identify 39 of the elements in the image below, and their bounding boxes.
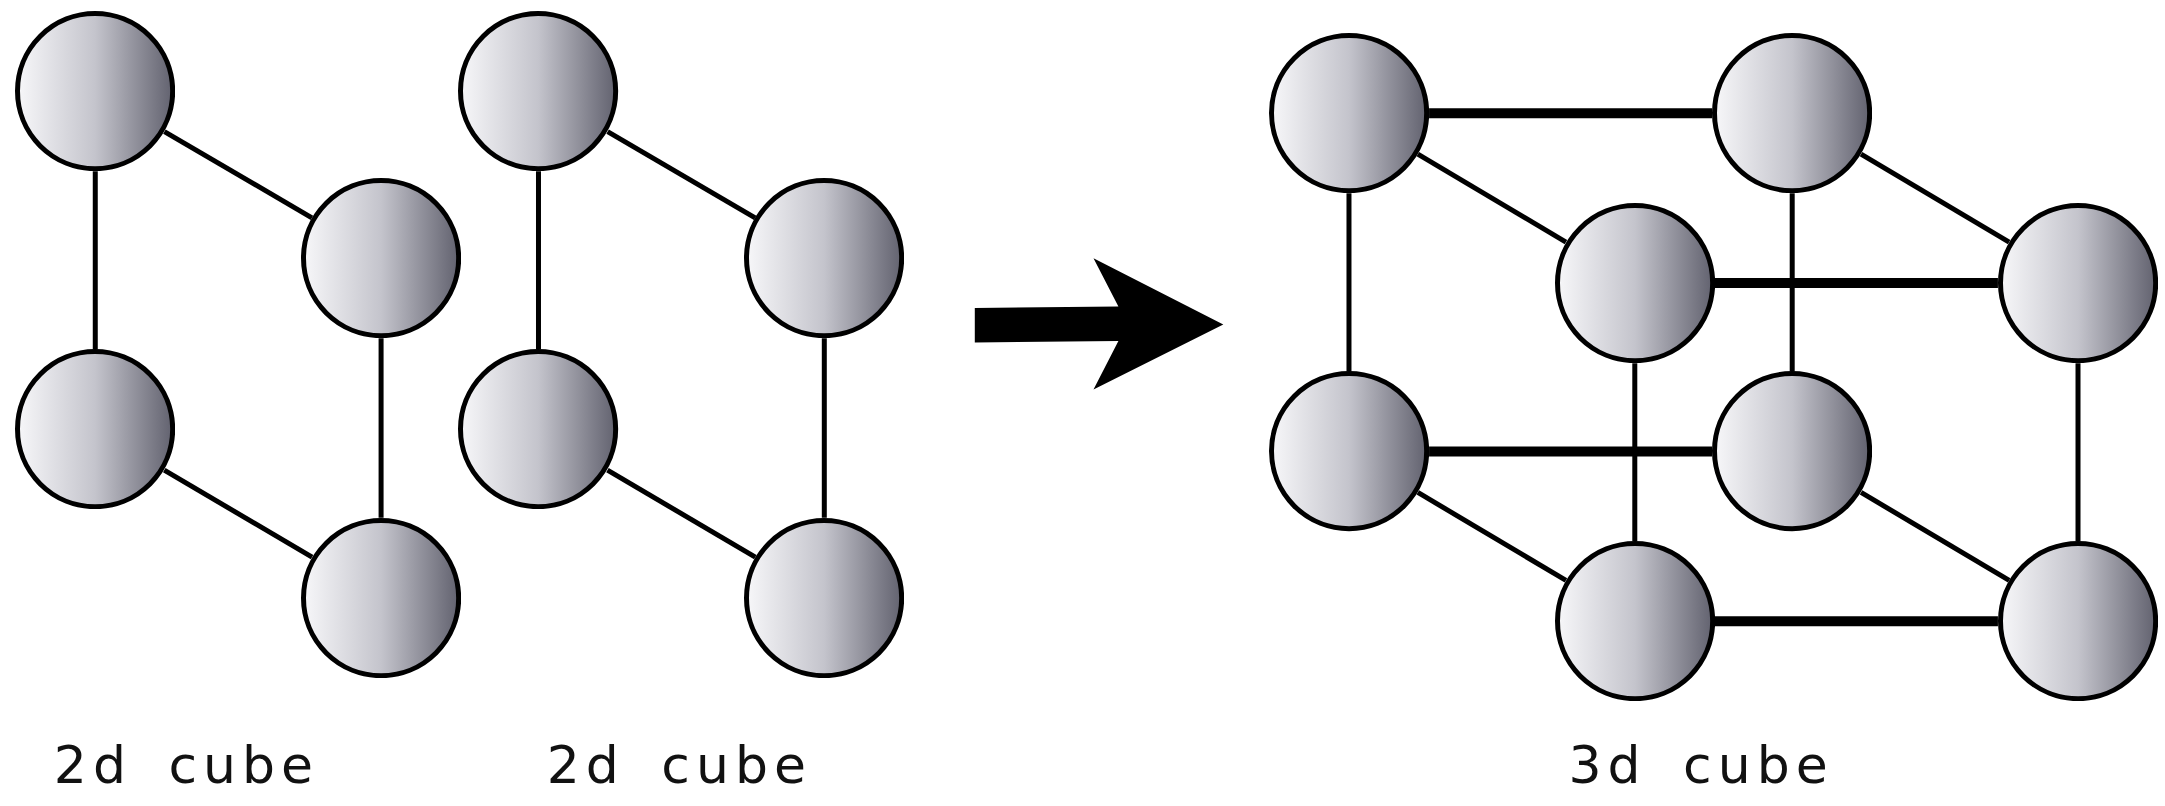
connector-line <box>1429 108 1713 119</box>
sphere-node <box>1997 202 2159 364</box>
connector-line <box>1416 152 1568 245</box>
sphere-node <box>1554 541 1715 702</box>
sphere-node <box>15 349 176 510</box>
sphere-node <box>1712 371 1873 532</box>
connector-line <box>1429 446 1713 457</box>
connector-line <box>1714 616 1998 627</box>
sphere-node <box>458 11 619 172</box>
sphere-node <box>1268 371 1430 532</box>
connector-line <box>1346 193 1352 372</box>
sphere-node <box>301 178 462 339</box>
sphere-node <box>744 178 905 339</box>
sphere-node <box>1554 202 1715 364</box>
connector-line <box>163 129 314 220</box>
connector-line <box>1416 490 1568 583</box>
connector-line <box>378 338 384 518</box>
sphere-node <box>301 517 462 678</box>
cube-caption: 3d cube <box>1568 735 1834 796</box>
connector-line <box>1859 490 2011 583</box>
sphere-node <box>15 11 176 172</box>
sphere-node <box>1712 33 1873 194</box>
connector-line <box>1859 152 2011 245</box>
sphere-node <box>1268 33 1430 194</box>
connector-line <box>821 338 827 518</box>
connector-line <box>536 171 541 350</box>
connector-line <box>606 467 757 560</box>
connector-line <box>92 171 98 350</box>
connector-line <box>1789 193 1795 372</box>
connector-line <box>163 467 314 560</box>
sphere-node <box>458 349 619 510</box>
connector-line <box>1632 363 1638 542</box>
connector-line <box>2075 363 2081 542</box>
connector-line <box>606 129 757 220</box>
connector-line <box>1714 278 1998 289</box>
sphere-node <box>1997 541 2159 702</box>
cube-caption: 2d cube <box>546 735 812 796</box>
sphere-node <box>744 517 905 678</box>
cube-caption: 2d cube <box>53 735 319 796</box>
